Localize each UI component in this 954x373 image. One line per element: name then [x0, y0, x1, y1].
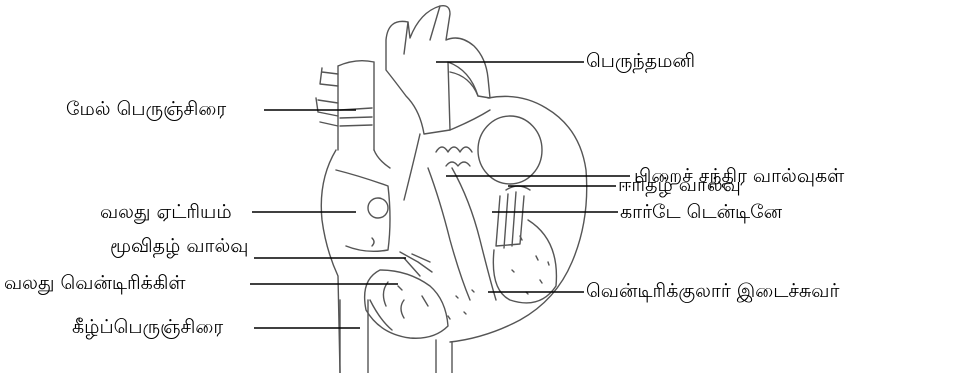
pulmonary-artery-shape — [450, 72, 490, 130]
pulmonary-vein-shape — [316, 68, 338, 126]
semilunar-valve-shape — [436, 147, 472, 166]
label-right-atrium: வலது ஏட்ரியம் — [100, 201, 232, 223]
tricuspid-valve-shape — [400, 252, 432, 276]
label-inferior-vena-cava: கீழ்ப்பெருஞ்சிரை — [72, 316, 223, 338]
aorta-shape — [386, 6, 490, 134]
sa-node — [368, 198, 388, 218]
heart-outline — [321, 96, 586, 373]
right-ventricle-shape — [365, 270, 448, 338]
label-bicuspid-valve: ஈரிதழ் வால்வு — [618, 174, 741, 196]
superior-vena-cava-shape — [338, 61, 374, 150]
label-interventricular-septum: வென்டிரிக்குலார் இடைச்சுவர் — [586, 280, 839, 302]
inferior-vena-cava-shape — [340, 300, 368, 373]
label-chordae-tendineae: கார்டே டென்டினே — [620, 201, 782, 223]
label-tricuspid-valve: மூவிதழ் வால்வு — [110, 235, 248, 257]
label-aorta: பெருந்தமனி — [586, 50, 695, 72]
label-superior-vena-cava: மேல் பெருஞ்சிரை — [66, 98, 226, 120]
chordae-shape — [496, 192, 524, 248]
septum-shape — [428, 168, 496, 300]
label-right-ventricle: வலது வென்டிரிக்கிள் — [4, 272, 186, 294]
left-ventricle-shape — [493, 220, 556, 303]
right-atrium-shape — [336, 170, 390, 251]
left-atrium-shape — [478, 116, 542, 184]
